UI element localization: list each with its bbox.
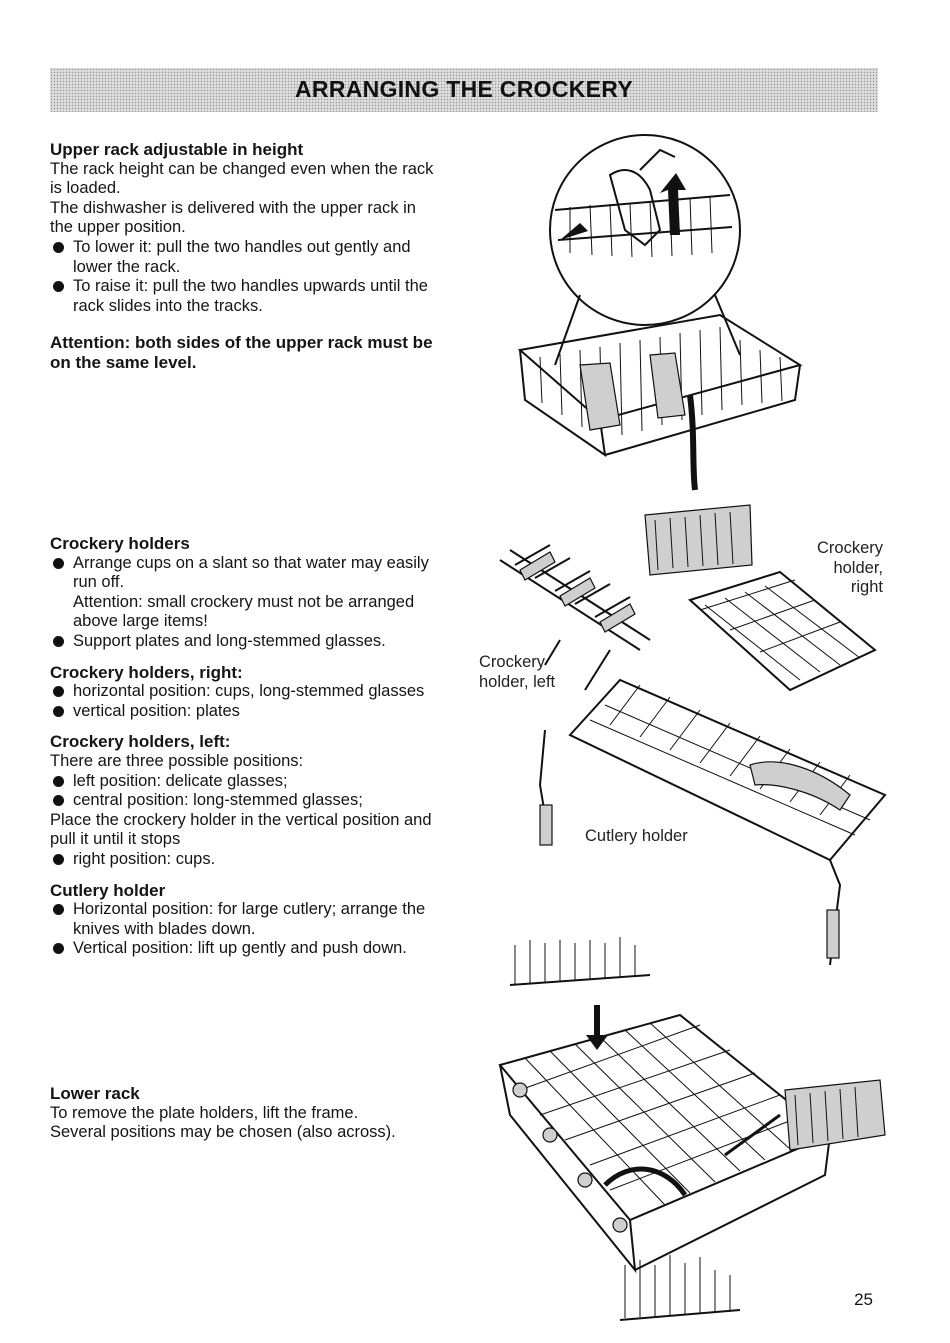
attention-note: on the same level. [50, 352, 197, 372]
bullet-text: left position: delicate glasses; [73, 771, 288, 790]
cutlery-tray [568, 678, 887, 862]
label-line: holder, left [479, 672, 556, 691]
bullet-text: knives with blades down. [73, 919, 256, 938]
upper-rack-illustration [517, 134, 803, 491]
bullet-dot [53, 853, 64, 865]
hand [608, 169, 662, 247]
bullet-dot [53, 705, 64, 717]
knife [749, 761, 851, 811]
bullet-right-position: right position: cups. [50, 850, 490, 870]
bullet-text: Support plates and long-stemmed glasses. [73, 631, 386, 650]
bullet-dot [53, 795, 64, 807]
upper-rack-heading: Upper rack adjustable in height [50, 140, 304, 159]
bullet-dot [53, 241, 64, 253]
down-arrow [586, 1005, 608, 1050]
label-line: Crockery [479, 653, 546, 671]
lower-rack [498, 1013, 832, 1274]
holders-left-intro: There are three possible positions: [50, 751, 304, 770]
cutlery-holder-heading: Cutlery holder [50, 880, 166, 900]
bullet-dot [53, 943, 64, 955]
label-line: Crockery [816, 539, 883, 557]
label-holder-right: Crockery holder, right [817, 539, 883, 598]
title-banner: ARRANGING THE CROCKERY [50, 68, 878, 112]
upper-line: is loaded. [50, 179, 121, 198]
rack-detail-in-circle [554, 148, 733, 258]
bullet-dot [53, 686, 64, 698]
upper-line: The rack height can be changed even when… [50, 159, 434, 178]
bullet-text: Vertical position: lift up gently and pu… [73, 939, 407, 958]
bullet-text: run off. [73, 573, 125, 592]
bullet-text: To lower it: pull the two handles out ge… [73, 237, 411, 256]
crockery-holder-right [688, 570, 877, 692]
lower-rack-line: Several positions may be chosen (also ac… [50, 1123, 396, 1142]
upper-line: the upper position. [50, 218, 186, 237]
upper-line: The dishwasher is delivered with the upp… [50, 198, 416, 217]
attention-small-crockery: above large items! [73, 612, 208, 631]
page-number: 25 [854, 1290, 873, 1309]
bullet-dot [53, 281, 64, 293]
holders-left-heading: Crockery holders, left: [50, 732, 231, 752]
label-line: right [850, 578, 883, 597]
bullet-dot [53, 904, 64, 916]
attention-small-crockery: Attention: small crockery must not be ar… [73, 592, 415, 611]
bullet-text: lower the rack. [73, 257, 181, 276]
attention-note: Attention: both sides of the upper rack … [50, 333, 433, 353]
bullet-text: horizontal position: cups, long-stemmed … [73, 682, 425, 701]
bullet-dot [53, 635, 64, 647]
upper-rack [517, 313, 803, 491]
plate-holder-frame-top [509, 937, 651, 986]
plates [579, 352, 686, 431]
bullet-central-position: central position: long-stemmed glasses; [50, 791, 490, 811]
arrows [560, 173, 686, 240]
bullet-text: Horizontal position: for large cutlery; … [73, 900, 426, 919]
tray-clip-right [826, 909, 840, 959]
lower-rack-section: Lower rack To remove the plate holders, … [50, 1084, 470, 1143]
cutlery-basket-small [644, 504, 753, 576]
plate-holder-frame-bottom [619, 1255, 741, 1321]
holders-left-text: pull it until it stops [50, 830, 181, 849]
tray-clip-left [539, 804, 553, 846]
bullet-text: rack slides into the tracks. [73, 296, 263, 315]
label-holder-left: Crockery holder, left [479, 653, 555, 692]
holders-right-heading: Crockery holders, right: [50, 662, 243, 682]
label-line: holder, [833, 558, 883, 577]
cutlery-holder-illustration [538, 678, 887, 966]
zoom-circle [549, 134, 741, 326]
cutlery-basket [784, 1079, 886, 1151]
page-title: ARRANGING THE CROCKERY [295, 76, 633, 102]
lower-rack-line: To remove the plate holders, lift the fr… [50, 1103, 359, 1122]
bullet-text: To raise it: pull the two handles upward… [73, 277, 428, 296]
lower-rack-heading: Lower rack [50, 1084, 140, 1103]
bullet-text: central position: long-stemmed glasses; [73, 791, 363, 810]
crockery-holders-illustration [499, 504, 877, 692]
label-cutlery-holder: Cutlery holder [585, 827, 688, 845]
bullet-cutlery-vertical: Vertical position: lift up gently and pu… [50, 939, 490, 959]
bullet-horizontal: horizontal position: cups, long-stemmed … [50, 682, 490, 702]
crockery-holders-heading: Crockery holders [50, 534, 190, 553]
bullet-vertical: vertical position: plates [50, 702, 490, 722]
bullet-text: vertical position: plates [73, 701, 240, 720]
bullet-left-position: left position: delicate glasses; [50, 772, 490, 792]
crockery-holder-left [499, 544, 651, 691]
bullet-support-plates: Support plates and long-stemmed glasses. [50, 632, 490, 652]
zoom-leaders [554, 294, 741, 366]
bullet-dot [53, 557, 64, 569]
bullet-text: right position: cups. [73, 849, 216, 868]
bullet-raise-rack: To raise it: pull the two handles upward… [50, 277, 500, 316]
bullet-dot [53, 775, 64, 787]
bullet-cutlery-horizontal: Horizontal position: for large cutlery; … [50, 900, 490, 939]
bullet-text: Arrange cups on a slant so that water ma… [73, 553, 429, 572]
holders-left-text: Place the crockery holder in the vertica… [50, 810, 432, 829]
bullet-lower-rack: To lower it: pull the two handles out ge… [50, 238, 500, 277]
upper-rack-section: Upper rack adjustable in height The rack… [50, 140, 500, 373]
crockery-holders-section: Crockery holders Arrange cups on a slant… [50, 534, 490, 959]
bullet-slant-cups: Arrange cups on a slant so that water ma… [50, 554, 490, 593]
lower-rack-illustration [498, 937, 886, 1321]
